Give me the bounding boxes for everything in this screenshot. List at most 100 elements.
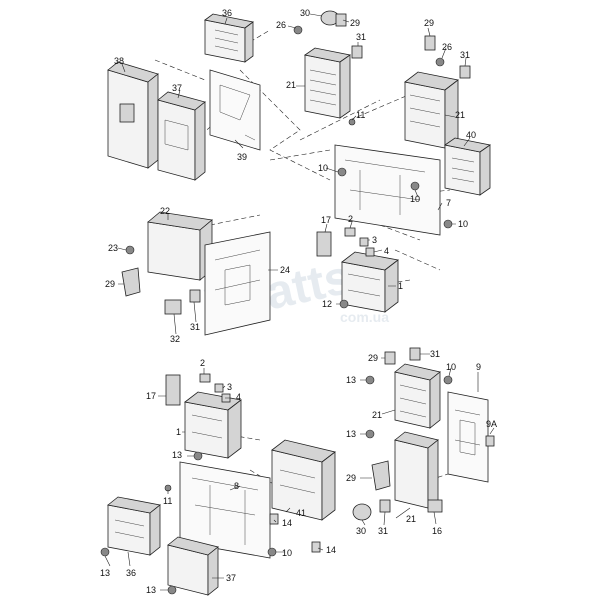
part-29-connector-left[interactable] <box>121 267 141 297</box>
callout-17: 17 <box>146 391 156 401</box>
callout-4: 4 <box>384 246 389 256</box>
callout-8: 8 <box>234 481 239 491</box>
callout-31: 31 <box>356 32 366 42</box>
part-21-amplifier-top-middle[interactable] <box>304 47 351 119</box>
callout-30: 30 <box>300 8 310 18</box>
callout-13: 13 <box>100 568 110 578</box>
part-3-clip-bottom[interactable] <box>214 383 224 393</box>
part-36-module-bottom[interactable] <box>107 496 161 556</box>
part-17-cover-bottom[interactable] <box>165 374 181 406</box>
part-31-clip-bottom-a[interactable] <box>409 347 421 361</box>
part-30-cap-bottom[interactable] <box>352 503 372 521</box>
part-13-bolt-bottom-a[interactable] <box>100 547 110 557</box>
part-10-nut-b[interactable] <box>410 181 420 191</box>
callout-11: 11 <box>356 110 365 120</box>
part-7-carrier-frame[interactable] <box>334 144 441 236</box>
callout-9A: 9A <box>486 419 497 429</box>
part-29-connector-top-right[interactable] <box>424 35 436 51</box>
leader-lines <box>104 13 495 591</box>
callout-21: 21 <box>455 110 465 120</box>
part-31-clip-top-middle[interactable] <box>351 45 363 59</box>
part-13-bolt-bottom-right-a[interactable] <box>365 375 375 385</box>
callout-14: 14 <box>326 545 336 555</box>
part-39-mounting-bracket[interactable] <box>209 69 261 151</box>
callout-3: 3 <box>372 235 377 245</box>
part-40-module-right[interactable] <box>444 137 491 196</box>
part-24-bracket[interactable] <box>204 231 271 336</box>
callout-13: 13 <box>146 585 156 595</box>
part-13-bolt-bottom-left[interactable] <box>193 451 203 461</box>
callout-2: 2 <box>348 214 353 224</box>
callout-39: 39 <box>237 152 247 162</box>
callout-40: 40 <box>466 130 476 140</box>
callout-1: 1 <box>398 281 403 291</box>
part-2-clip-right[interactable] <box>344 227 356 237</box>
part-31-clip-bottom-b[interactable] <box>379 499 391 513</box>
callout-31: 31 <box>378 526 388 536</box>
callout-7: 7 <box>446 198 451 208</box>
part-22-control-unit[interactable] <box>147 211 213 281</box>
callout-32: 32 <box>170 334 180 344</box>
callout-17: 17 <box>321 215 331 225</box>
part-11-screw-mid[interactable] <box>348 118 356 126</box>
part-21-amplifier-bottom-upper[interactable] <box>394 363 441 429</box>
part-1-unit-bottom[interactable] <box>184 391 242 459</box>
callout-labels: 36 26 30 29 31 29 26 31 38 37 39 21 11 2… <box>100 8 497 595</box>
part-13-bolt-bottom-b[interactable] <box>167 585 177 595</box>
callout-21: 21 <box>406 514 416 524</box>
part-38-housing-cover[interactable] <box>107 61 159 169</box>
watermark-domain: com.ua <box>340 309 389 325</box>
part-1-unit-right[interactable] <box>341 251 399 313</box>
callout-2: 2 <box>200 358 205 368</box>
callout-12: 12 <box>322 299 332 309</box>
part-9a-clip[interactable] <box>485 435 495 447</box>
part-13-bolt-bottom-right-b[interactable] <box>365 429 375 439</box>
callout-29: 29 <box>350 18 360 28</box>
callout-3: 3 <box>227 382 232 392</box>
part-26-screw-top-right[interactable] <box>435 57 445 67</box>
part-2-clip-bottom[interactable] <box>199 373 211 383</box>
part-14-clip-b[interactable] <box>311 541 321 553</box>
callout-10: 10 <box>446 362 456 372</box>
part-10-nut-a[interactable] <box>337 167 347 177</box>
part-41-unit[interactable] <box>271 439 336 521</box>
callout-38: 38 <box>114 56 124 66</box>
part-8-carrier-bottom[interactable] <box>179 461 271 559</box>
callout-31: 31 <box>190 322 200 332</box>
part-9-bracket-right[interactable] <box>447 391 489 483</box>
callout-10: 10 <box>282 548 292 558</box>
part-31-clip-top-right[interactable] <box>459 65 471 79</box>
part-36-top-module[interactable] <box>204 13 254 63</box>
part-29-connector-top-middle[interactable] <box>335 13 347 27</box>
part-26-screw-top[interactable] <box>293 25 303 35</box>
callout-37: 37 <box>172 83 182 93</box>
callout-11: 11 <box>163 496 172 506</box>
part-3-clip-right[interactable] <box>359 237 369 247</box>
part-31-clip-left[interactable] <box>189 289 201 303</box>
callout-13: 13 <box>346 429 356 439</box>
part-32-clip[interactable] <box>164 299 182 315</box>
part-10-nut-bottom-right[interactable] <box>443 375 453 385</box>
part-23-bolt[interactable] <box>125 245 135 255</box>
callout-29: 29 <box>424 18 434 28</box>
part-10-nut-c[interactable] <box>443 219 453 229</box>
part-37-control-unit-bottom[interactable] <box>167 536 219 596</box>
callout-30: 30 <box>356 526 366 536</box>
callout-29: 29 <box>368 353 378 363</box>
part-37-control-unit-top[interactable] <box>157 91 206 181</box>
part-16-plug[interactable] <box>427 499 443 513</box>
callout-26: 26 <box>442 42 452 52</box>
part-21-amplifier-top-right[interactable] <box>404 71 459 149</box>
part-29-connector-bottom-a[interactable] <box>384 351 396 365</box>
part-4-clip-right[interactable] <box>365 247 375 257</box>
part-14-clip-a[interactable] <box>269 513 279 525</box>
part-29-connector-bottom-b[interactable] <box>371 460 391 491</box>
callout-31: 31 <box>430 349 440 359</box>
part-21-amplifier-bottom-lower[interactable] <box>394 431 439 509</box>
callout-41: 41 <box>296 508 306 518</box>
callout-31: 31 <box>460 50 470 60</box>
callout-36: 36 <box>222 8 232 18</box>
part-17-cover-right[interactable] <box>316 231 332 257</box>
part-12-nut[interactable] <box>339 299 349 309</box>
part-10-nut-bottom[interactable] <box>267 547 277 557</box>
